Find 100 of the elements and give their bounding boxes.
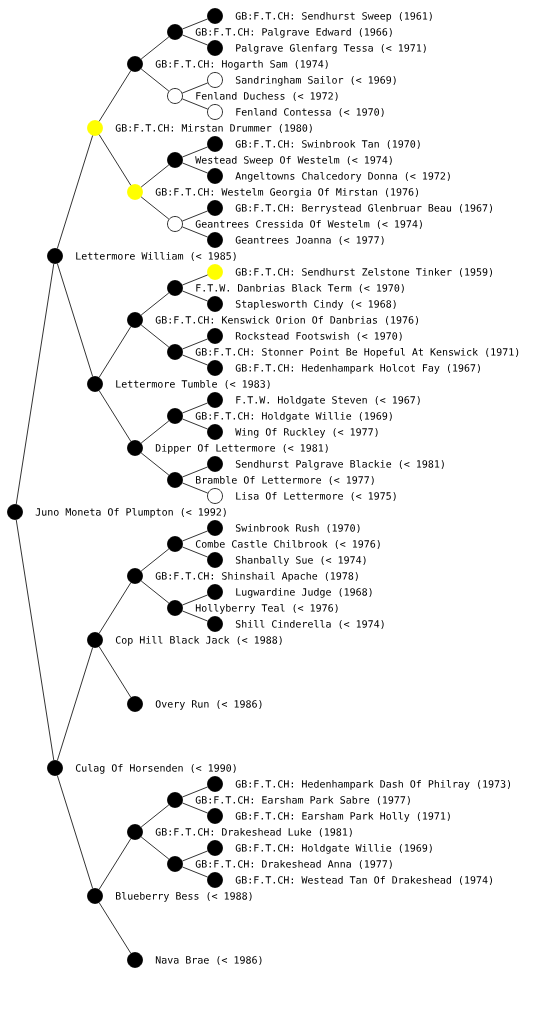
connector-line [181, 18, 209, 30]
dog-name: Bramble Of Lettermore (< 1977) [196, 475, 374, 485]
filled-circle [167, 792, 183, 808]
dog-name: GB:F.T.CH: Drakeshead Luke (1981) [155, 828, 352, 837]
dog-name: GB:F.T.CH: Swinbrook Tan (1970) [235, 140, 420, 149]
connector-line [181, 354, 209, 366]
filled-circle [207, 552, 223, 568]
connector-line [98, 390, 132, 442]
connector-line [181, 466, 209, 478]
connector-line [181, 82, 209, 94]
filled-circle [127, 440, 143, 456]
connector-line [140, 196, 170, 220]
filled-circle [127, 824, 143, 840]
dog-name: Geantrees Joanna (< 1977) [235, 236, 384, 245]
filled-circle [207, 424, 223, 440]
connector-line [15, 263, 55, 505]
connector-line [181, 34, 209, 46]
connector-line [181, 546, 209, 558]
dog-name: Sandringham Sailor (< 1969) [235, 75, 396, 86]
dog-name: Shill Cinderella (< 1974) [235, 619, 384, 629]
dog-name: GB:F.T.CH: Holdgate Willie (1969) [195, 411, 392, 422]
connector-line [181, 482, 209, 494]
open-circle [207, 488, 223, 504]
dog-name: Geantrees Cressida Of Westelm (< 1974) [195, 219, 422, 229]
connector-line [56, 135, 94, 249]
dog-name: Angeltowns Chalcedory Donna (< 1972) [235, 171, 450, 182]
filled-circle [207, 136, 223, 152]
filled-circle [207, 808, 223, 824]
dog-name: Shanbally Sue (< 1974) [235, 555, 366, 566]
dog-name: Culag Of Horsenden (< 1990) [75, 763, 236, 774]
dog-name: GB:F.T.CH: Earsham Park Holly (1971) [235, 811, 450, 822]
filled-circle [167, 24, 183, 40]
dog-name: Dipper Of Lettermore (< 1981) [155, 444, 328, 454]
filled-circle [167, 280, 183, 296]
connector-line [181, 802, 209, 814]
connector-line [181, 290, 209, 302]
connector-line [181, 530, 209, 542]
filled-circle [87, 632, 103, 648]
filled-circle [47, 248, 63, 264]
connector-line [98, 326, 132, 378]
connector-line [181, 786, 209, 798]
dog-name: Lettermore William (< 1985) [76, 251, 236, 261]
dog-name: Fenland Duchess (< 1972) [196, 91, 338, 101]
dog-name: Westead Sweep Of Westelm (< 1974) [195, 155, 392, 166]
filled-circle [207, 8, 223, 24]
filled-circle [127, 56, 143, 72]
dog-name: Rockstead Footswish (< 1970) [235, 332, 402, 341]
connector-line [140, 68, 170, 92]
connector-line [56, 775, 94, 889]
connector-line [98, 582, 132, 634]
dog-name: GB:F.T.CH: Sendhurst Sweep (1961) [235, 12, 432, 22]
dog-name: GB:F.T.CH: Hogarth Sam (1974) [155, 60, 328, 70]
dog-name: GB:F.T.CH: Stonner Point Be Hopeful At Kenswick (1971) [195, 347, 519, 358]
filled-circle [207, 456, 223, 472]
connector-line [181, 402, 209, 414]
dog-name: Cop Hill Black Jack (< 1988) [115, 635, 282, 646]
connector-line [140, 36, 170, 60]
connector-line [15, 519, 55, 761]
connector-line [140, 548, 170, 572]
open-circle [207, 104, 223, 120]
filled-circle [167, 408, 183, 424]
filled-circle [47, 760, 63, 776]
dog-name: GB:F.T.CH: Holdgate Willie (1969) [235, 843, 432, 854]
filled-circle [207, 296, 223, 312]
connector-line [140, 836, 170, 860]
dog-name: Wing Of Ruckley (< 1977) [235, 427, 378, 438]
dog-name: GB:F.T.CH: Westelm Georgia Of Mirstan (1976) [155, 187, 418, 198]
dog-name: GB:F.T.CH: Sendhurst Zelstone Tinker (1959) [235, 267, 492, 277]
dog-name: Palgrave Glenfarg Tessa (< 1971) [236, 43, 426, 54]
filled-circle [207, 40, 223, 56]
filled-circle [127, 312, 143, 328]
dog-name: GB:F.T.CH: Mirstan Drummer (1980) [115, 124, 312, 133]
dog-name: Blueberry Bess (< 1988) [116, 891, 252, 902]
filled-circle [207, 520, 223, 536]
dog-name: Lugwardine Judge (1968) [236, 588, 372, 598]
connector-line [98, 838, 132, 890]
connector-line [98, 134, 132, 186]
connector-line [181, 146, 209, 158]
filled-circle [207, 872, 223, 888]
dog-name: Fenland Contessa (< 1970) [236, 107, 384, 117]
highlighted-circle [127, 184, 143, 200]
dog-name: F.T.W. Danbrias Black Term (< 1970) [196, 283, 404, 293]
connector-line [181, 866, 209, 878]
connector-line [181, 226, 209, 238]
dog-name: GB:F.T.CH: Hedenhampark Holcot Fay (1967) [235, 363, 480, 374]
filled-circle [167, 472, 183, 488]
dog-name: GB:F.T.CH: Hedenhampark Dash Of Philray (1973) [235, 779, 511, 790]
connector-line [181, 274, 209, 286]
dog-name: Overy Run (< 1986) [155, 700, 262, 710]
filled-circle [127, 696, 143, 712]
filled-circle [207, 616, 223, 632]
filled-circle [207, 232, 223, 248]
connector-line [56, 647, 94, 761]
filled-circle [207, 584, 223, 600]
highlighted-circle [207, 264, 223, 280]
dog-name: Nava Brae (< 1986) [155, 956, 262, 965]
dog-name: Juno Moneta Of Plumpton (< 1992) [35, 507, 226, 518]
highlighted-circle [87, 120, 103, 136]
dog-name: F.T.W. Holdgate Steven (< 1967) [236, 395, 420, 406]
connector-line [181, 98, 209, 110]
